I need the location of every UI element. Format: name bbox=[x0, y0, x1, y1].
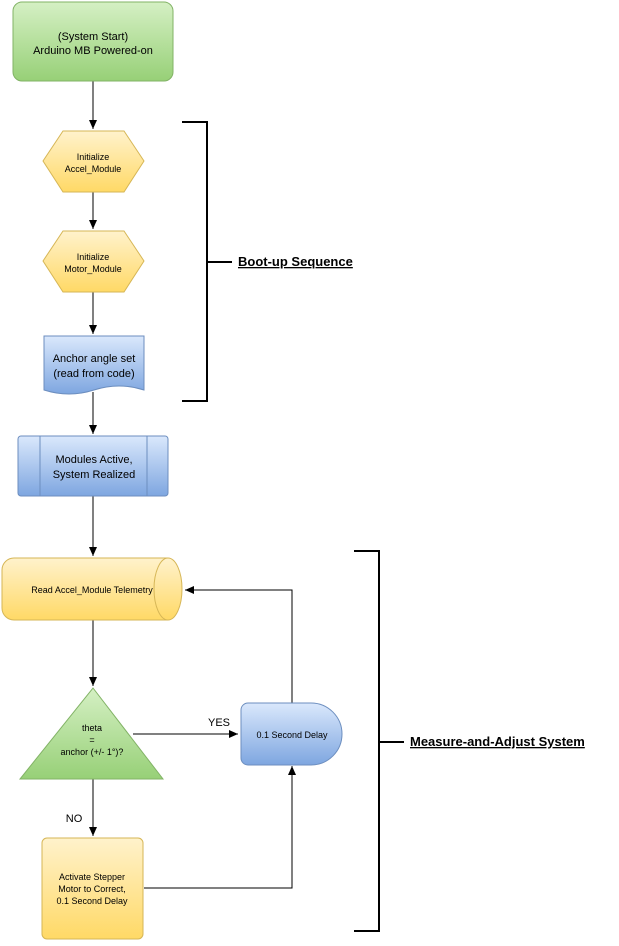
no-label: NO bbox=[66, 813, 83, 825]
modules-active-line2: System Realized bbox=[53, 469, 136, 481]
anchor-line2: (read from code) bbox=[53, 368, 134, 380]
modules-active-line1: Modules Active, bbox=[55, 454, 132, 466]
system-start-line1: (System Start) bbox=[58, 31, 128, 43]
delay-label: 0.1 Second Delay bbox=[256, 730, 328, 740]
init-accel-node: Initialize Accel_Module bbox=[42, 130, 145, 193]
init-motor-node: Initialize Motor_Module bbox=[42, 230, 145, 293]
boot-bracket: Boot-up Sequence bbox=[182, 121, 353, 402]
init-motor-line1: Initialize bbox=[77, 252, 110, 262]
init-accel-line1: Initialize bbox=[77, 152, 110, 162]
init-motor-line2: Motor_Module bbox=[64, 264, 122, 274]
decision-line2: = bbox=[89, 735, 94, 745]
read-telemetry-node: Read Accel_Module Telemetry bbox=[1, 557, 183, 621]
read-telemetry-label: Read Accel_Module Telemetry bbox=[31, 585, 153, 595]
stepper-line3: 0.1 Second Delay bbox=[56, 896, 128, 906]
delay-node: 0.1 Second Delay bbox=[240, 702, 343, 766]
edge-stepper-to-delay bbox=[144, 766, 296, 889]
stepper-node: Activate Stepper Motor to Correct, 0.1 S… bbox=[41, 837, 144, 940]
decision-line1: theta bbox=[82, 723, 102, 733]
modules-active-node: Modules Active, System Realized bbox=[17, 435, 169, 497]
decision-node: theta = anchor (+/- 1°)? bbox=[18, 687, 165, 780]
anchor-line1: Anchor angle set bbox=[53, 353, 136, 365]
decision-line3: anchor (+/- 1°)? bbox=[61, 747, 124, 757]
measure-bracket: Measure-and-Adjust System bbox=[354, 550, 585, 932]
stepper-line2: Motor to Correct, bbox=[58, 884, 126, 894]
measure-adjust-label: Measure-and-Adjust System bbox=[410, 734, 585, 749]
edge-delay-to-read bbox=[185, 586, 293, 703]
yes-label: YES bbox=[208, 717, 230, 729]
stepper-line1: Activate Stepper bbox=[59, 872, 125, 882]
boot-sequence-label: Boot-up Sequence bbox=[238, 254, 353, 269]
system-start-node: (System Start) Arduino MB Powered-on bbox=[12, 1, 174, 82]
init-accel-line2: Accel_Module bbox=[65, 164, 122, 174]
anchor-node: Anchor angle set (read from code) bbox=[43, 335, 145, 395]
system-start-line2: Arduino MB Powered-on bbox=[33, 45, 153, 57]
